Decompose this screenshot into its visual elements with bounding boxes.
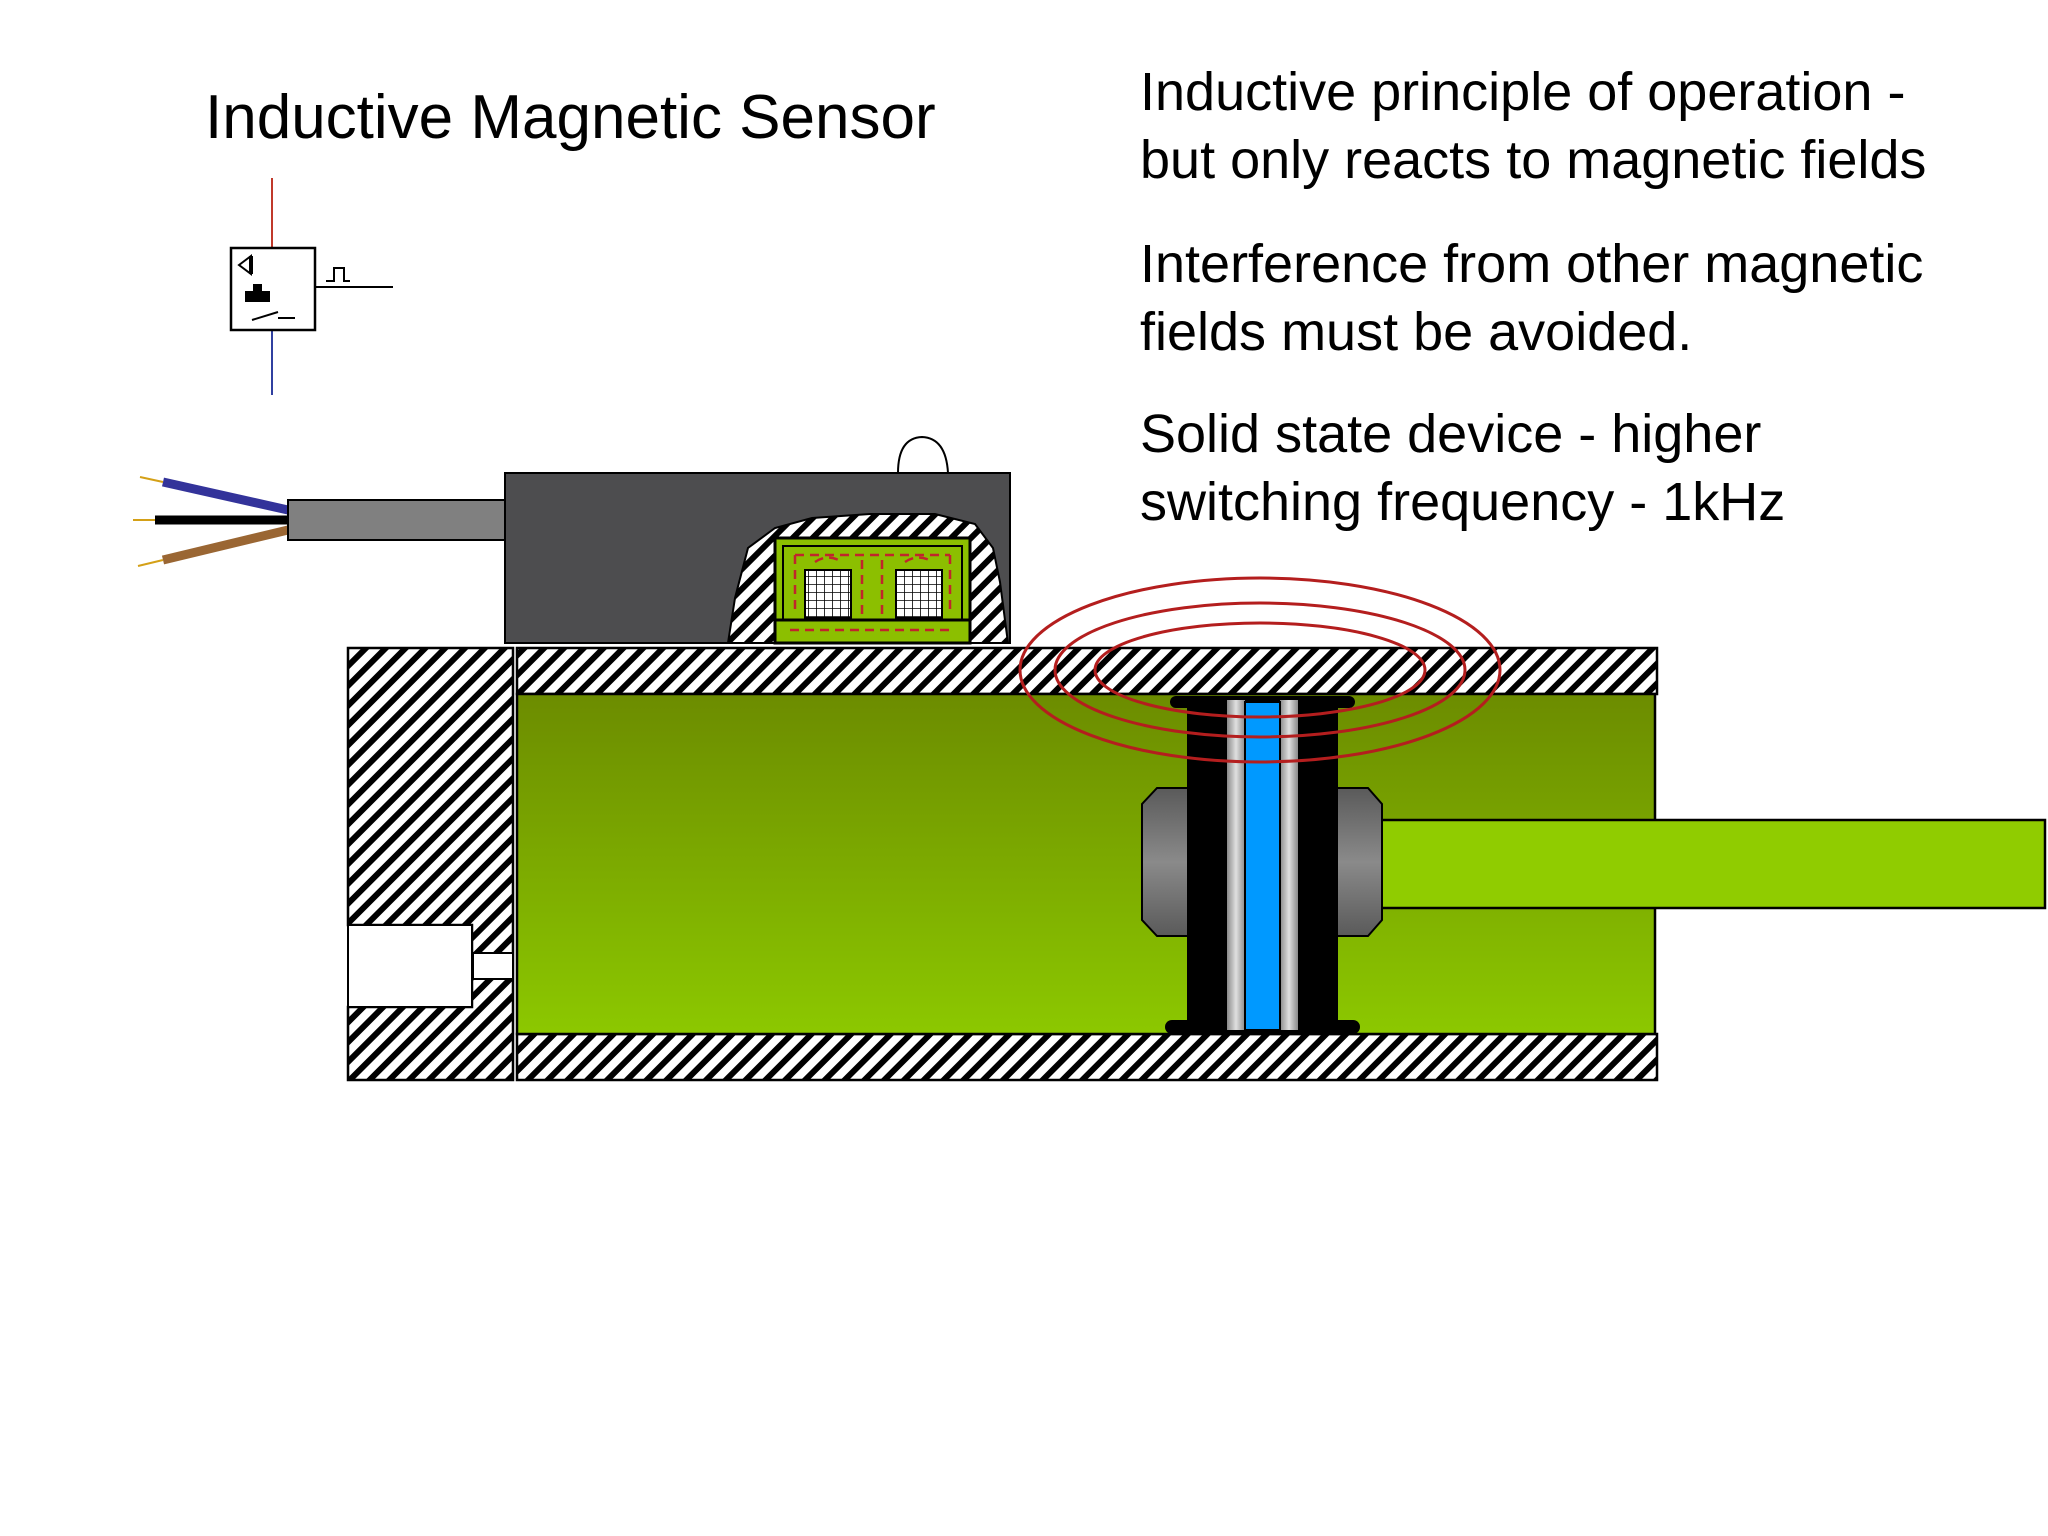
page-title: Inductive Magnetic Sensor: [205, 83, 936, 152]
note-line: switching frequency - 1kHz: [1140, 472, 1786, 532]
pulse-output-icon: [326, 267, 350, 282]
end-cap: [346, 646, 515, 1082]
field-line-middle: [1053, 601, 1467, 739]
cylinder-wall-top: [515, 646, 1659, 696]
magnetic-field-lines: [1018, 576, 1502, 764]
piston-spacer-left: [1227, 700, 1245, 1030]
sensor-cable: [133, 476, 507, 567]
cylinder-wall-bottom: [515, 1032, 1659, 1082]
note-interference: Interference from other magnetic fields …: [1140, 230, 1923, 366]
sensor-coil-assembly: [773, 536, 972, 645]
wire-brown: [161, 525, 290, 565]
note-line: Interference from other magnetic: [1140, 234, 1924, 294]
led-dome: [896, 435, 950, 474]
cable-jacket: [287, 499, 507, 541]
note-line: Solid state device - higher: [1140, 404, 1762, 464]
field-line-inner: [1093, 621, 1427, 719]
wire-tip-brown: [137, 559, 164, 567]
piston-body-left: [1187, 700, 1227, 1030]
wire-tip-blue: [139, 476, 164, 483]
sensor-circuit-symbol: [229, 178, 393, 395]
magnet-icon: [245, 284, 270, 302]
end-cap-port: [347, 924, 473, 1008]
note-line: fields must be avoided.: [1140, 302, 1693, 362]
piston-spacer-right: [1280, 700, 1298, 1030]
coil-winding-right: [895, 569, 943, 619]
piston-rod: [1373, 818, 2047, 910]
note-line: Inductive principle of operation -: [1140, 62, 1906, 122]
magnet-ring: [1244, 701, 1281, 1031]
note-solid-state: Solid state device - higher switching fr…: [1140, 400, 1785, 536]
coil-winding-left: [804, 569, 852, 619]
field-line-outer: [1018, 576, 1502, 764]
piston: [1141, 696, 1383, 1034]
inductive-sensor-symbol-icon: [237, 254, 253, 276]
port-connector: [472, 952, 514, 980]
note-operation-principle: Inductive principle of operation - but o…: [1140, 58, 1926, 194]
piston-body-right: [1298, 700, 1338, 1030]
note-line: but only reacts to magnetic fields: [1140, 130, 1927, 190]
coil-field-lines: [790, 553, 955, 632]
symbol-box: [229, 246, 317, 332]
cylinder: [346, 646, 2047, 1082]
sensor-housing: [504, 435, 1011, 645]
switch-contact-icon: [251, 311, 295, 321]
wire-blue: [162, 477, 289, 515]
